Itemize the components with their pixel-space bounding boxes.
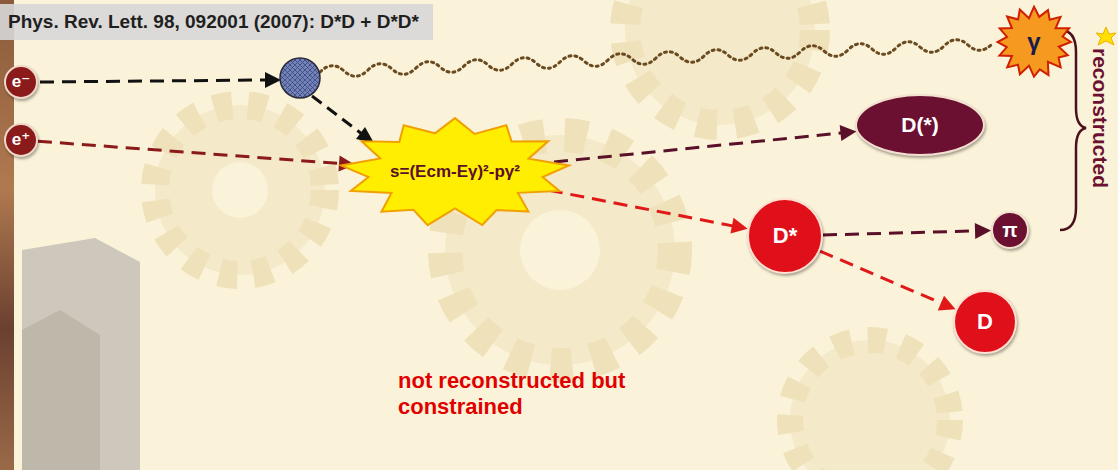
dashed-arrow — [820, 251, 956, 310]
reconstructed-brace — [1060, 30, 1086, 230]
bracket-label: reconstructed — [1088, 48, 1112, 188]
electron-line — [40, 72, 281, 88]
connector-line — [38, 141, 341, 163]
arrow-head — [975, 223, 991, 239]
connector-line — [823, 231, 977, 235]
connector-line — [820, 251, 943, 304]
d-circle: D — [953, 290, 1017, 354]
dashed-arrow — [549, 190, 748, 233]
node-label: γ — [1027, 29, 1040, 55]
node-label: π — [1002, 219, 1017, 241]
grey-panel — [22, 238, 140, 470]
arrow-head — [840, 125, 857, 141]
dashed-arrow — [823, 223, 991, 239]
dstar-circle: D* — [747, 198, 823, 274]
burst-outline — [341, 118, 569, 225]
dstar-ellipse: D(*) — [855, 94, 985, 156]
node-label: D — [977, 310, 993, 334]
small-star — [1096, 27, 1116, 45]
arrow-head — [938, 296, 956, 311]
electron-circle: e⁻ — [4, 65, 38, 99]
node-label: D* — [773, 224, 797, 248]
dashed-arrow — [38, 141, 355, 171]
vertex-line — [312, 96, 374, 143]
node-label: e⁻ — [12, 73, 30, 92]
burst-outline — [998, 7, 1071, 77]
dashed-arrow — [554, 125, 856, 162]
collision-burst: s=(Ecm-Eγ)²-pγ² — [340, 117, 570, 227]
node-label: e⁺ — [12, 131, 30, 150]
arrow-head — [730, 218, 747, 234]
photon-wave — [320, 40, 992, 77]
node-label: s=(Ecm-Eγ)²-pγ² — [390, 163, 520, 182]
pion-circle: π — [991, 211, 1029, 249]
connector-line — [549, 190, 734, 226]
isr-vertex — [280, 58, 320, 98]
title-banner: Phys. Rev. Lett. 98, 092001 (2007): D*D … — [0, 4, 433, 40]
positron-circle: e⁺ — [4, 123, 38, 157]
photon-burst: γ — [996, 6, 1072, 78]
node-label: D(*) — [901, 113, 938, 136]
connector-line — [554, 133, 842, 162]
note-label: not reconstructed but constrained — [398, 368, 653, 421]
grey-panel — [22, 310, 100, 470]
